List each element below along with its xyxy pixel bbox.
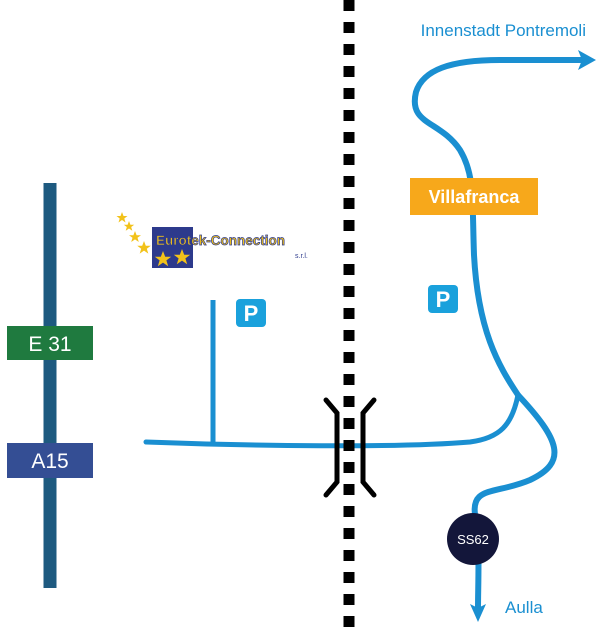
pontremoli-label: Innenstadt Pontremoli <box>421 21 586 40</box>
main-road <box>143 392 521 449</box>
logo-suffix: s.r.l. <box>295 253 308 260</box>
parking-icon: P <box>236 299 266 327</box>
parking-label: P <box>436 287 451 312</box>
ss62-label: SS62 <box>457 532 489 547</box>
aulla-label: Aulla <box>505 598 543 617</box>
logo-stars <box>116 212 151 254</box>
logo-name: Eurotek-Connection <box>156 233 285 248</box>
villafranca-label: Villafranca <box>429 187 521 207</box>
arrow-pontremoli <box>578 50 596 70</box>
villafranca-badge: Villafranca <box>410 178 538 215</box>
a15-label: A15 <box>31 450 68 473</box>
e31-badge: E 31 <box>7 326 93 360</box>
arrow-aulla <box>470 604 486 622</box>
eurotek-logo: Eurotek-Connection s.r.l. <box>116 212 308 268</box>
parking-label: P <box>244 301 259 326</box>
road-to-pontremoli <box>411 57 587 398</box>
a15-badge: A15 <box>7 443 93 478</box>
bridge-icon <box>323 397 377 498</box>
road-to-aulla <box>471 392 558 611</box>
logo-square-stars <box>154 249 191 267</box>
e31-label: E 31 <box>28 333 71 356</box>
ss62-badge: SS62 <box>447 513 499 565</box>
parking-icon: P <box>428 285 458 313</box>
